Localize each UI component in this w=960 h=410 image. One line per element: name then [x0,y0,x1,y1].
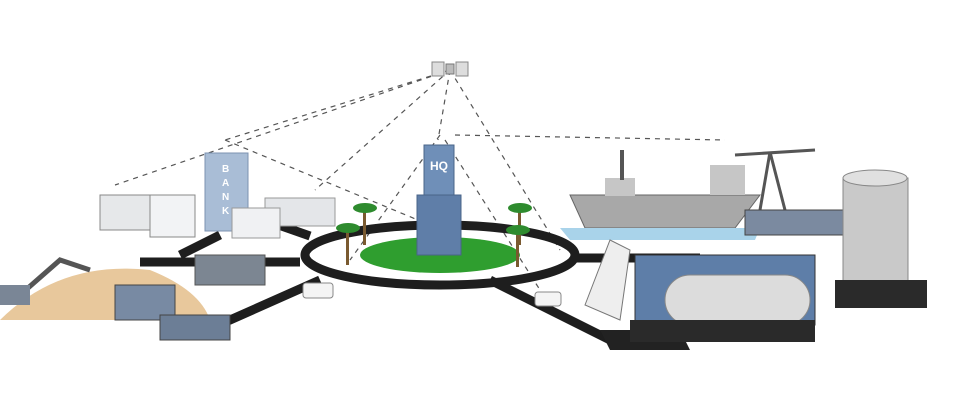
loading-ramp [584,239,631,321]
office-buildings [99,194,336,286]
van [534,291,562,307]
hq-tower: HQ [416,144,462,256]
bank-sign-letter: A [222,178,229,189]
satellite-icon [431,61,469,77]
construction-site [0,257,231,341]
oil-pump-jack [734,148,816,211]
cargo-ship [560,150,762,240]
hq-sign: HQ [430,159,448,173]
storage-silo [835,169,927,308]
bank-sign-letter: N [222,192,229,203]
bank-sign-letter: K [222,206,230,217]
fuel-tank [630,254,816,342]
palm-trees [336,203,532,267]
van [302,282,334,299]
satellite-links [114,69,726,291]
bank-sign-letter: B [222,164,229,175]
industrial-platform [744,209,846,236]
